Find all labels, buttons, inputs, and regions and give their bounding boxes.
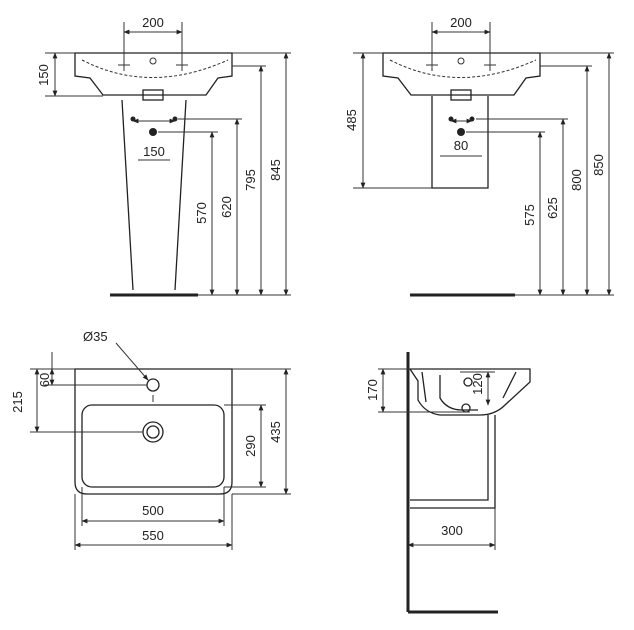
basin-section bbox=[408, 368, 531, 416]
basin-outer-outline bbox=[74, 368, 233, 495]
dim-hole-offset: 60 bbox=[37, 373, 52, 387]
bowl-outline bbox=[81, 404, 225, 488]
dim-fixing-height: 795 bbox=[243, 169, 258, 191]
dim-fixing-height: 800 bbox=[569, 169, 584, 191]
basin-outline bbox=[74, 52, 233, 101]
dim-bowl-depth: 290 bbox=[243, 435, 258, 457]
dim-basin-depth: 485 bbox=[344, 109, 359, 131]
basin-outline bbox=[382, 52, 541, 101]
fixing-dots bbox=[448, 116, 475, 136]
tap-hole-marks bbox=[118, 57, 188, 71]
dim-rim-height: 850 bbox=[591, 154, 606, 176]
dim-basin-height: 170 bbox=[365, 379, 380, 401]
dim-tap-spacing: 200 bbox=[450, 15, 472, 30]
tap-hole-marks bbox=[426, 57, 496, 71]
dim-basin-depth: 150 bbox=[36, 64, 51, 86]
waste-outlet bbox=[142, 421, 164, 443]
dim-waste-offset: 215 bbox=[10, 391, 25, 413]
fixing-dots bbox=[130, 116, 178, 136]
semi-pedestal bbox=[410, 96, 515, 297]
dim-waste-height: 575 bbox=[522, 204, 537, 226]
dim-total-depth: 435 bbox=[268, 421, 283, 443]
side-view: 170 120 300 bbox=[365, 352, 531, 614]
tap-hole bbox=[146, 378, 160, 392]
dim-bowl-width: 500 bbox=[142, 503, 164, 518]
dim-supply-height: 625 bbox=[545, 197, 560, 219]
dim-projection: 300 bbox=[441, 523, 463, 538]
dim-fixing-spacing: 80 bbox=[454, 138, 468, 153]
pedestal-front-view: 200 150 150 570 620 795 845 bbox=[36, 15, 291, 297]
dim-hole-diameter: Ø35 bbox=[83, 329, 108, 344]
pedestal-section bbox=[410, 415, 496, 509]
dim-fixing-spacing: 150 bbox=[143, 144, 165, 159]
semi-pedestal-front-view: 200 485 80 575 625 800 850 bbox=[344, 15, 614, 297]
dim-supply-height: 620 bbox=[219, 196, 234, 218]
dim-bowl-height: 120 bbox=[470, 373, 485, 395]
dim-rim-height: 845 bbox=[268, 159, 283, 181]
plan-view: Ø35 60 215 290 435 500 550 bbox=[10, 329, 291, 550]
dim-waste-height: 570 bbox=[194, 202, 209, 224]
dim-total-width: 550 bbox=[142, 528, 164, 543]
dim-tap-spacing: 200 bbox=[142, 15, 164, 30]
